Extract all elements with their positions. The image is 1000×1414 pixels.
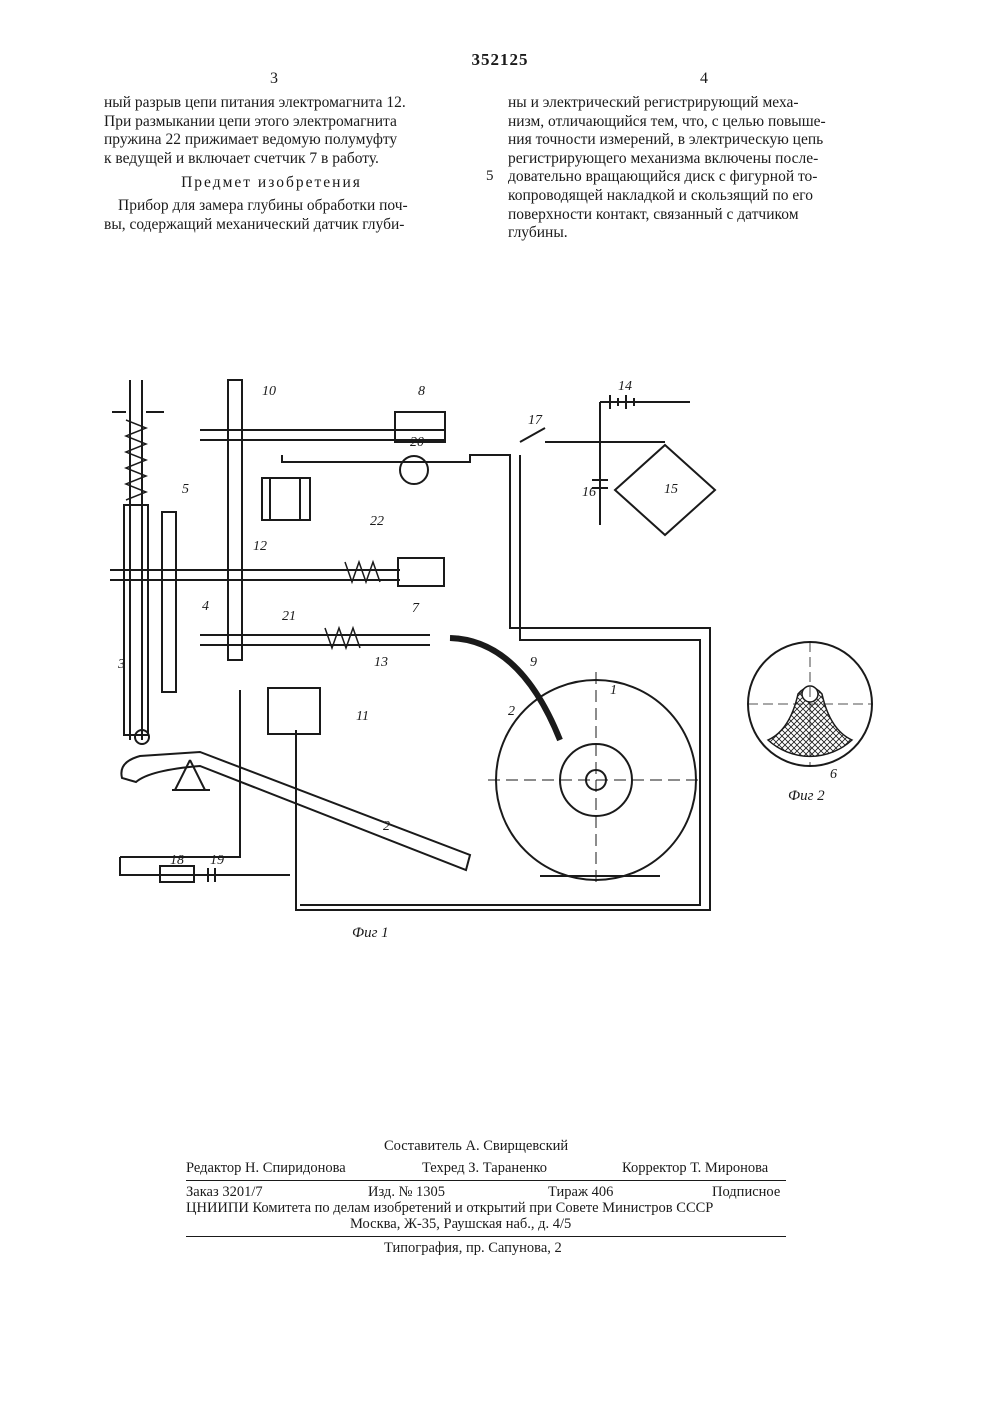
svg-text:7: 7 — [412, 601, 420, 616]
svg-text:8: 8 — [418, 384, 425, 399]
figure-1-caption: Фиг 1 — [352, 925, 389, 942]
address: Москва, Ж-35, Раушская наб., д. 4/5 — [350, 1216, 571, 1233]
corrector: Корректор Т. Миронова — [622, 1160, 768, 1177]
editor: Редактор Н. Спиридонова — [186, 1160, 346, 1177]
footer-divider — [186, 1180, 786, 1181]
order: Заказ 3201/7 — [186, 1184, 263, 1201]
svg-text:13: 13 — [374, 655, 388, 670]
figure-2-caption: Фиг 2 — [788, 788, 825, 805]
svg-text:19: 19 — [210, 853, 224, 868]
podpisnoe: Подписное — [712, 1184, 780, 1201]
svg-text:9: 9 — [530, 655, 537, 670]
svg-text:10: 10 — [262, 384, 276, 399]
svg-text:2: 2 — [508, 704, 515, 719]
svg-text:2: 2 — [383, 819, 390, 834]
svg-text:18: 18 — [170, 853, 184, 868]
tirazh: Тираж 406 — [548, 1184, 613, 1201]
svg-text:15: 15 — [664, 482, 678, 497]
svg-text:20: 20 — [410, 435, 424, 450]
figure-2-drawing: 6 — [740, 640, 880, 800]
svg-text:11: 11 — [356, 709, 369, 724]
svg-text:1: 1 — [610, 683, 617, 698]
svg-text:21: 21 — [282, 609, 296, 624]
techred: Техред З. Тараненко — [422, 1160, 547, 1177]
svg-text:5: 5 — [182, 482, 189, 497]
svg-text:3: 3 — [117, 657, 125, 672]
printer: Типография, пр. Сапунова, 2 — [384, 1240, 562, 1257]
svg-text:4: 4 — [202, 599, 209, 614]
svg-text:16: 16 — [582, 485, 596, 500]
svg-text:12: 12 — [253, 539, 267, 554]
svg-text:14: 14 — [618, 379, 632, 394]
footer-divider — [186, 1236, 786, 1237]
svg-text:22: 22 — [370, 514, 384, 529]
compiler: Составитель А. Свирщевский — [384, 1138, 568, 1155]
organization: ЦНИИПИ Комитета по делам изобретений и о… — [186, 1200, 713, 1217]
izd: Изд. № 1305 — [368, 1184, 445, 1201]
figure-1-drawing: 1 2 2 3 4 5 7 8 9 10 11 12 13 14 15 16 1… — [0, 0, 1000, 1000]
figure-2-label: 6 — [830, 767, 837, 782]
svg-text:17: 17 — [528, 413, 543, 428]
